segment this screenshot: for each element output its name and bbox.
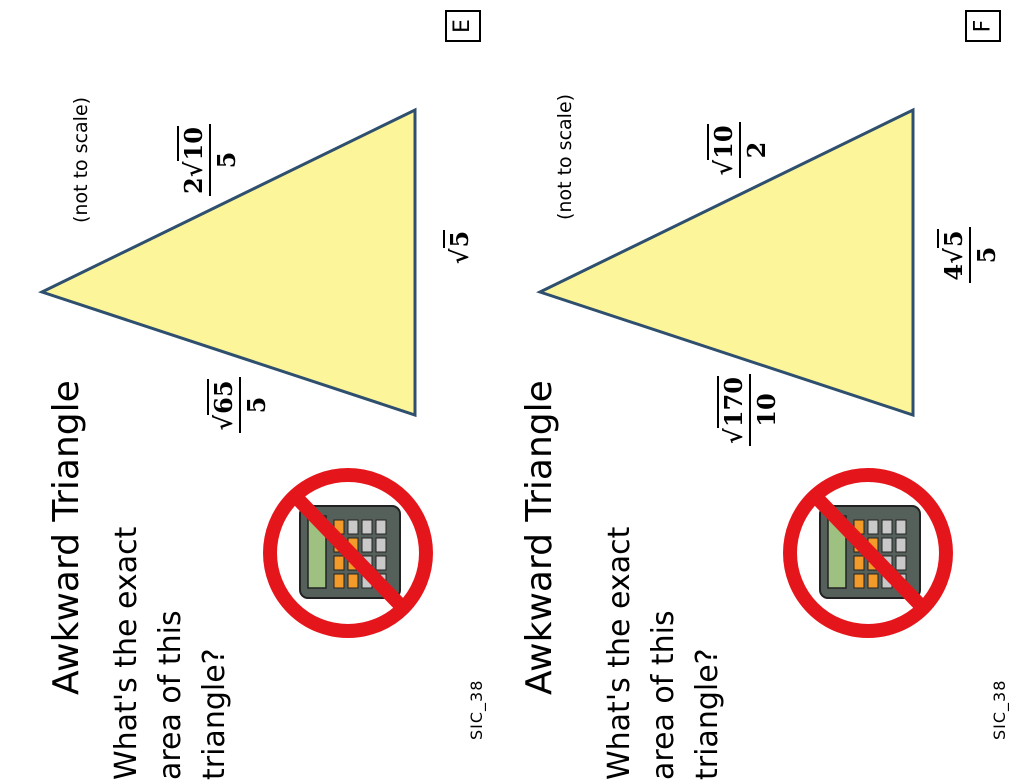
- no-calculator-icon: [263, 468, 433, 638]
- no-calculator-icon: [783, 468, 953, 638]
- card-label: F: [965, 10, 1001, 42]
- card-label: E: [445, 10, 481, 42]
- side-length-right: √10 2: [705, 100, 775, 200]
- side-length-left: √170 10: [710, 350, 790, 470]
- triangle-shape: [38, 107, 417, 418]
- side-length-base: 4√5 5: [935, 205, 1005, 305]
- triangle-shape: [536, 107, 915, 418]
